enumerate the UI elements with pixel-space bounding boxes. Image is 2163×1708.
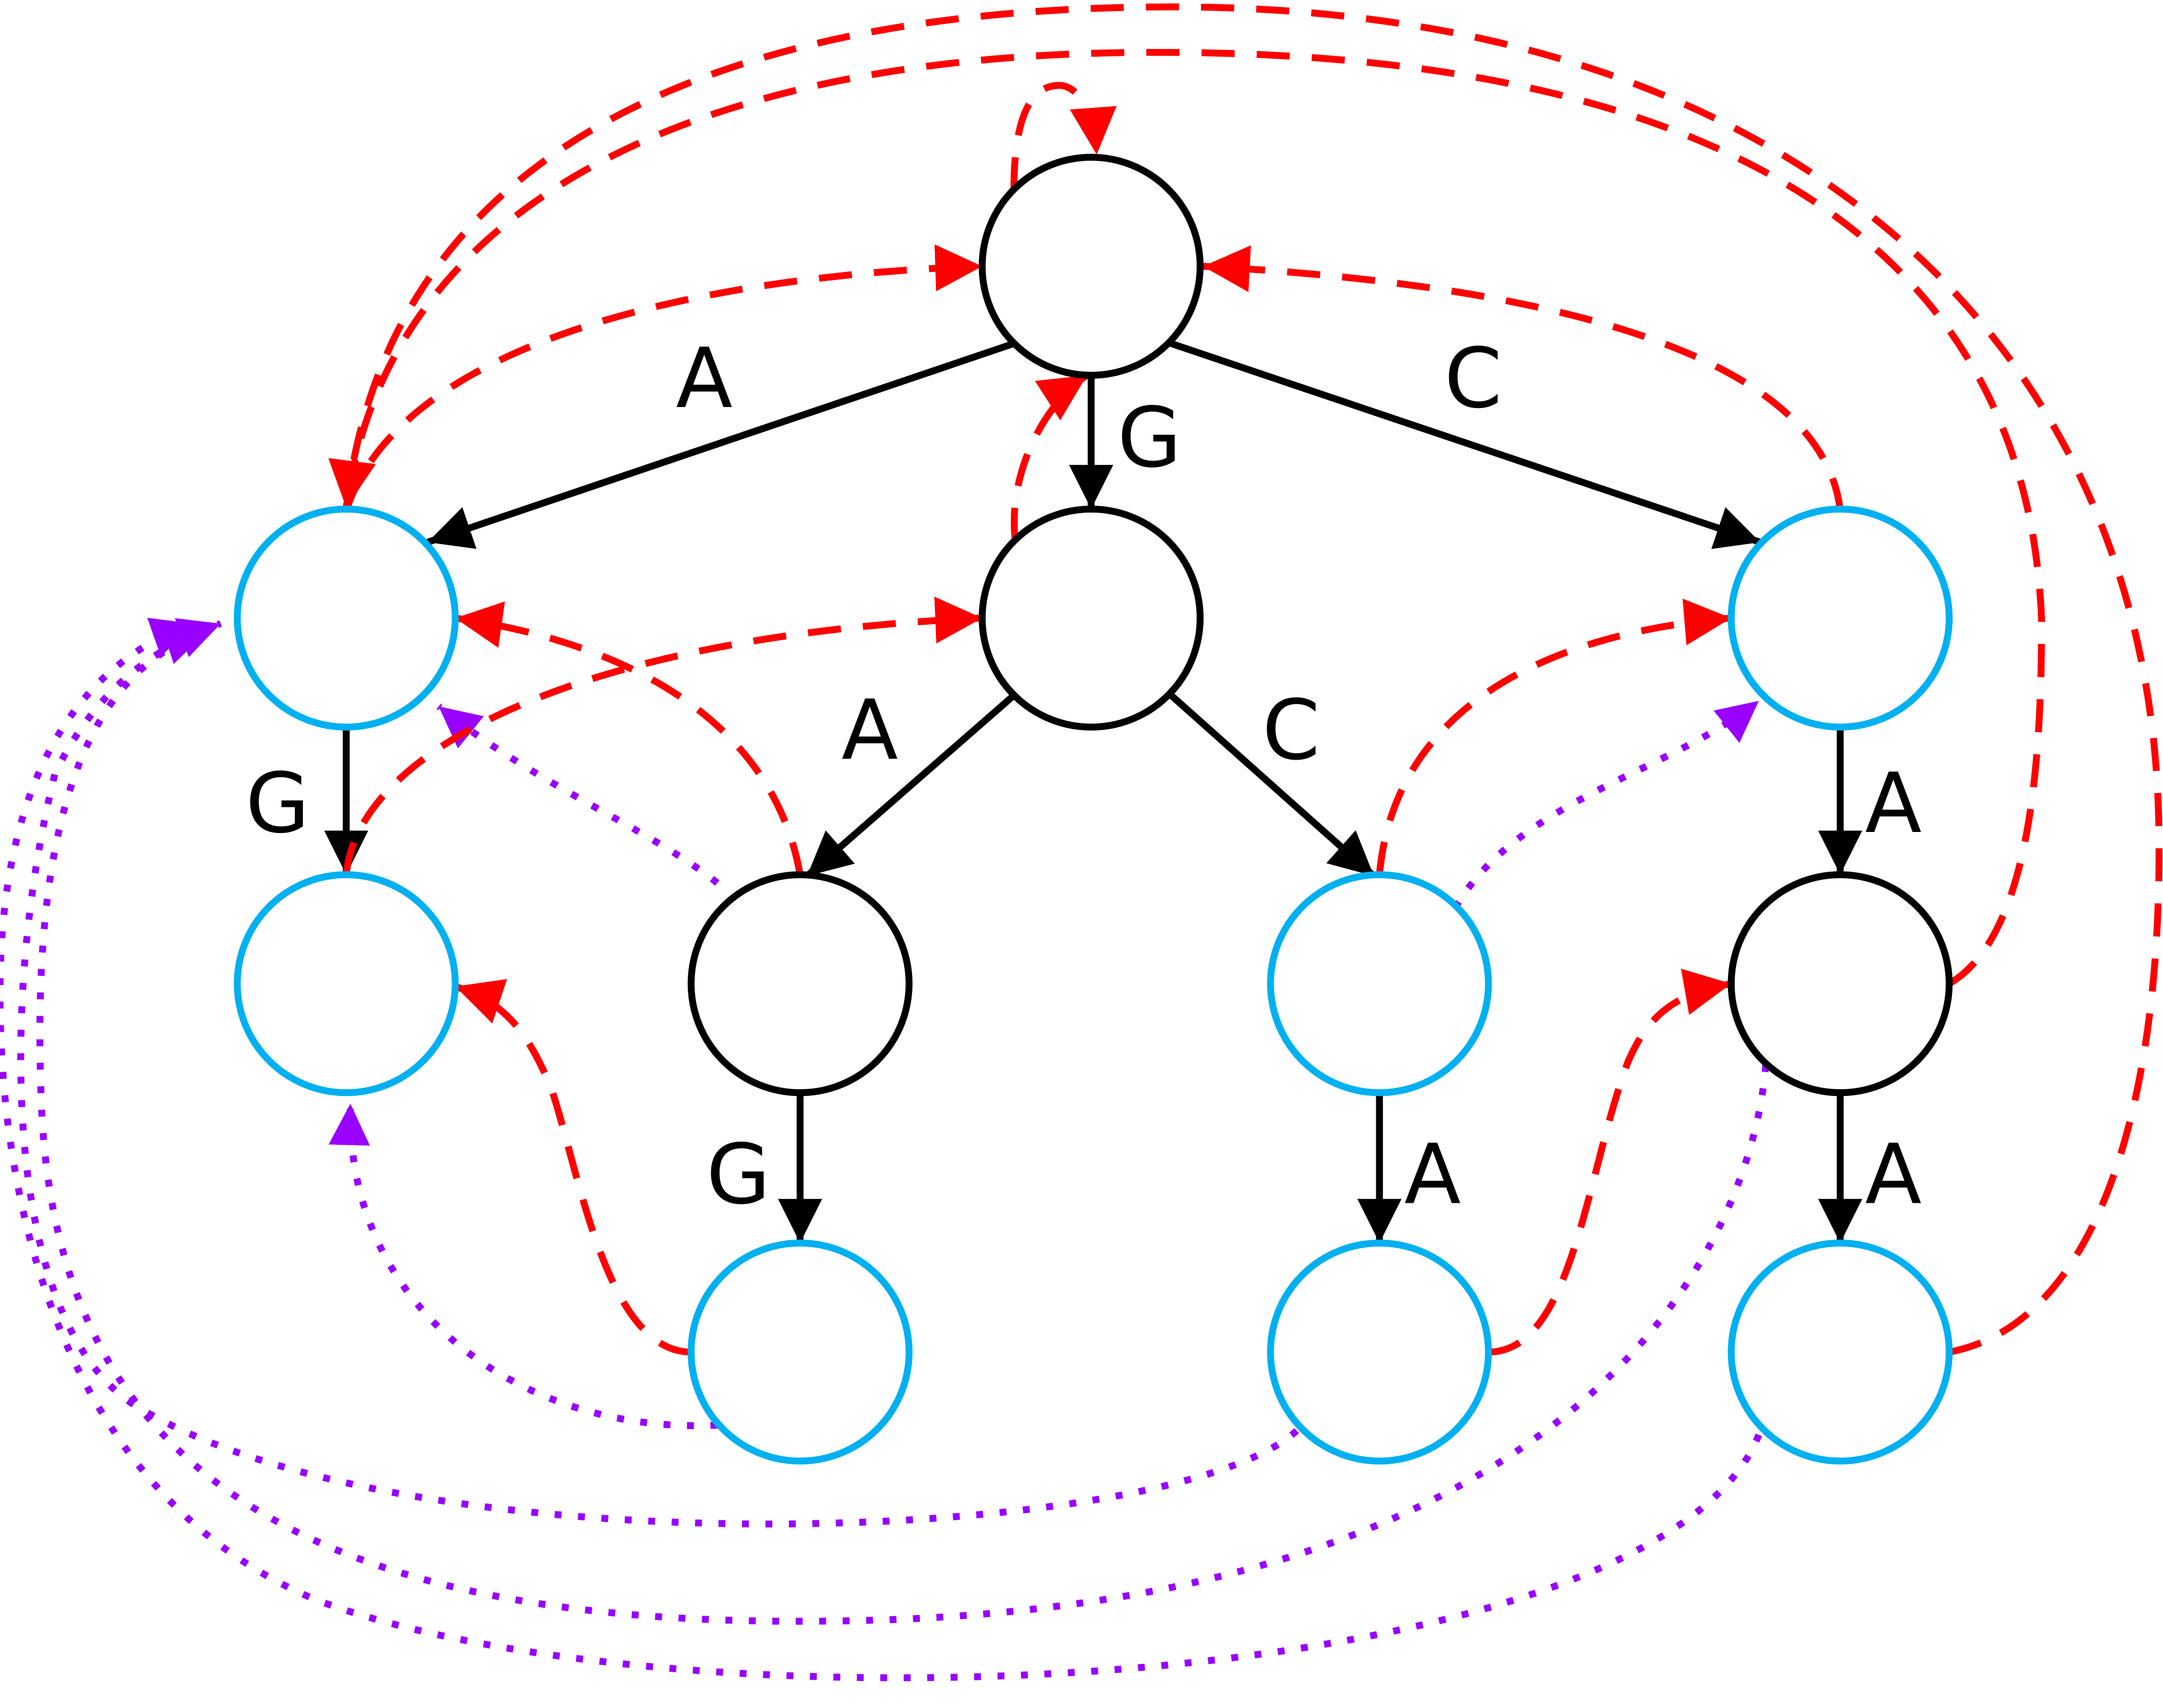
edge-label: G xyxy=(1118,389,1182,486)
fail-link-root-root xyxy=(1010,82,1117,191)
node-ca[interactable] xyxy=(1727,871,1953,1097)
fail-link-ga-a xyxy=(455,601,804,876)
edge-label: A xyxy=(1404,1126,1461,1223)
failure-links xyxy=(328,3,2163,1356)
nodes xyxy=(234,154,1953,1465)
dict-link-ga-a xyxy=(436,703,720,886)
fail-link-a-root xyxy=(343,244,983,512)
edge-label: A xyxy=(676,330,733,427)
node-g[interactable] xyxy=(978,505,1204,731)
edge-label: G xyxy=(706,1126,771,1223)
node-root[interactable] xyxy=(978,154,1204,379)
fail-link-gag-ag xyxy=(454,979,692,1356)
edge-label: C xyxy=(1262,682,1320,778)
node-c[interactable] xyxy=(1727,505,1953,731)
goto-edges xyxy=(324,340,1862,1243)
dict-link-gca-a xyxy=(17,618,1299,1528)
edge-label: A xyxy=(1865,755,1922,852)
fail-link-caa-a xyxy=(328,3,2163,1356)
node-ag[interactable] xyxy=(234,871,459,1097)
dict-link-ca-a xyxy=(36,624,1769,1625)
node-gc[interactable] xyxy=(1267,871,1492,1097)
node-caa[interactable] xyxy=(1727,1239,1953,1465)
fail-link-gc-c xyxy=(1376,598,1732,876)
node-gca[interactable] xyxy=(1267,1239,1492,1465)
edge-labels: A G C G A C A G A A xyxy=(245,330,1921,1222)
node-ga[interactable] xyxy=(687,871,913,1097)
edge-label: A xyxy=(1865,1126,1922,1223)
edge-label: A xyxy=(841,682,898,778)
edge-g-ga xyxy=(804,692,1017,879)
edge-root-a xyxy=(426,340,1015,549)
fail-link-ag-g xyxy=(343,597,983,876)
fail-link-g-root xyxy=(1010,372,1089,541)
fail-link-ca-a xyxy=(329,49,2045,987)
edge-g-gc xyxy=(1169,693,1376,879)
edge-label: G xyxy=(245,755,310,852)
dict-link-gc-c xyxy=(1452,698,1761,910)
dict-link-caa-a xyxy=(0,617,1762,1681)
fail-link-gca-ca xyxy=(1488,968,1732,1356)
fail-link-c-root xyxy=(1203,245,1844,511)
dictionary-links xyxy=(0,617,1769,1681)
dict-link-gag-ag xyxy=(328,1103,718,1430)
edge-label: C xyxy=(1444,330,1502,427)
node-a[interactable] xyxy=(234,505,459,731)
node-gag[interactable] xyxy=(687,1239,913,1465)
edge-root-c xyxy=(1170,340,1761,549)
